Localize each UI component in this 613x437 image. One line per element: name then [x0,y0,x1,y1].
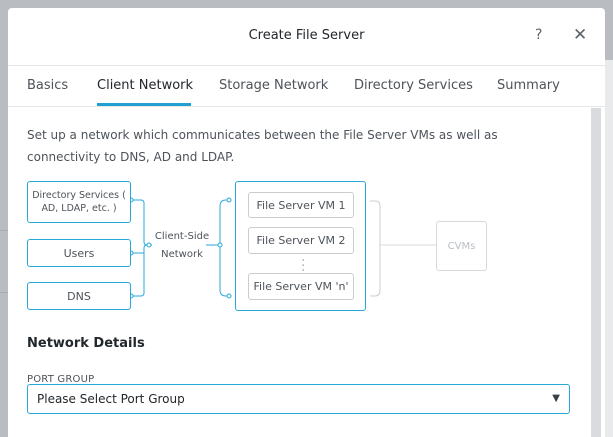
dialog-scrollbar[interactable] [591,108,601,437]
tab-summary[interactable]: Summary [497,78,560,93]
tab-basics[interactable]: Basics [27,78,69,93]
dialog-title: Create File Server [248,28,365,43]
tab-directory-services[interactable]: Directory Services [354,78,473,93]
dns-node: DNS [27,282,131,310]
file-server-vm-2: File Server VM 2 [248,227,354,254]
chevron-down-icon: ▼ [552,393,560,404]
create-file-server-dialog: Create File Server ? ✕ Basics Client Net… [8,8,605,437]
client-side-label: Client-Side [154,231,210,242]
network-details-heading: Network Details [27,336,145,351]
network-label: Network [161,249,203,260]
users-node: Users [27,239,131,267]
port-group-select[interactable]: Please Select Port Group ▼ [27,384,570,414]
ellipsis-dots: ··· [301,253,306,279]
tab-storage-network[interactable]: Storage Network [219,78,329,93]
file-server-vm-n: File Server VM 'n' [248,273,354,300]
cvms-node: CVMs [436,221,487,271]
help-icon[interactable]: ? [535,27,543,43]
close-icon[interactable]: ✕ [573,25,588,45]
background-divider [0,292,8,293]
file-server-vm-1: File Server VM 1 [248,192,354,218]
background-divider [0,230,8,231]
directory-services-node: Directory Services ( AD, LDAP, etc. ) [27,181,131,223]
port-group-value: Please Select Port Group [37,392,185,406]
port-group-label: PORT GROUP [27,374,95,385]
tab-client-network[interactable]: Client Network [97,78,194,93]
description-text: Set up a network which communicates betw… [27,128,498,164]
dialog-header: Create File Server ? ✕ [8,8,605,66]
file-server-vm-group [235,181,366,311]
background-panel [605,60,613,437]
wizard-tabs: Basics Client Network Storage Network Di… [8,66,605,107]
active-tab-indicator [97,103,191,106]
